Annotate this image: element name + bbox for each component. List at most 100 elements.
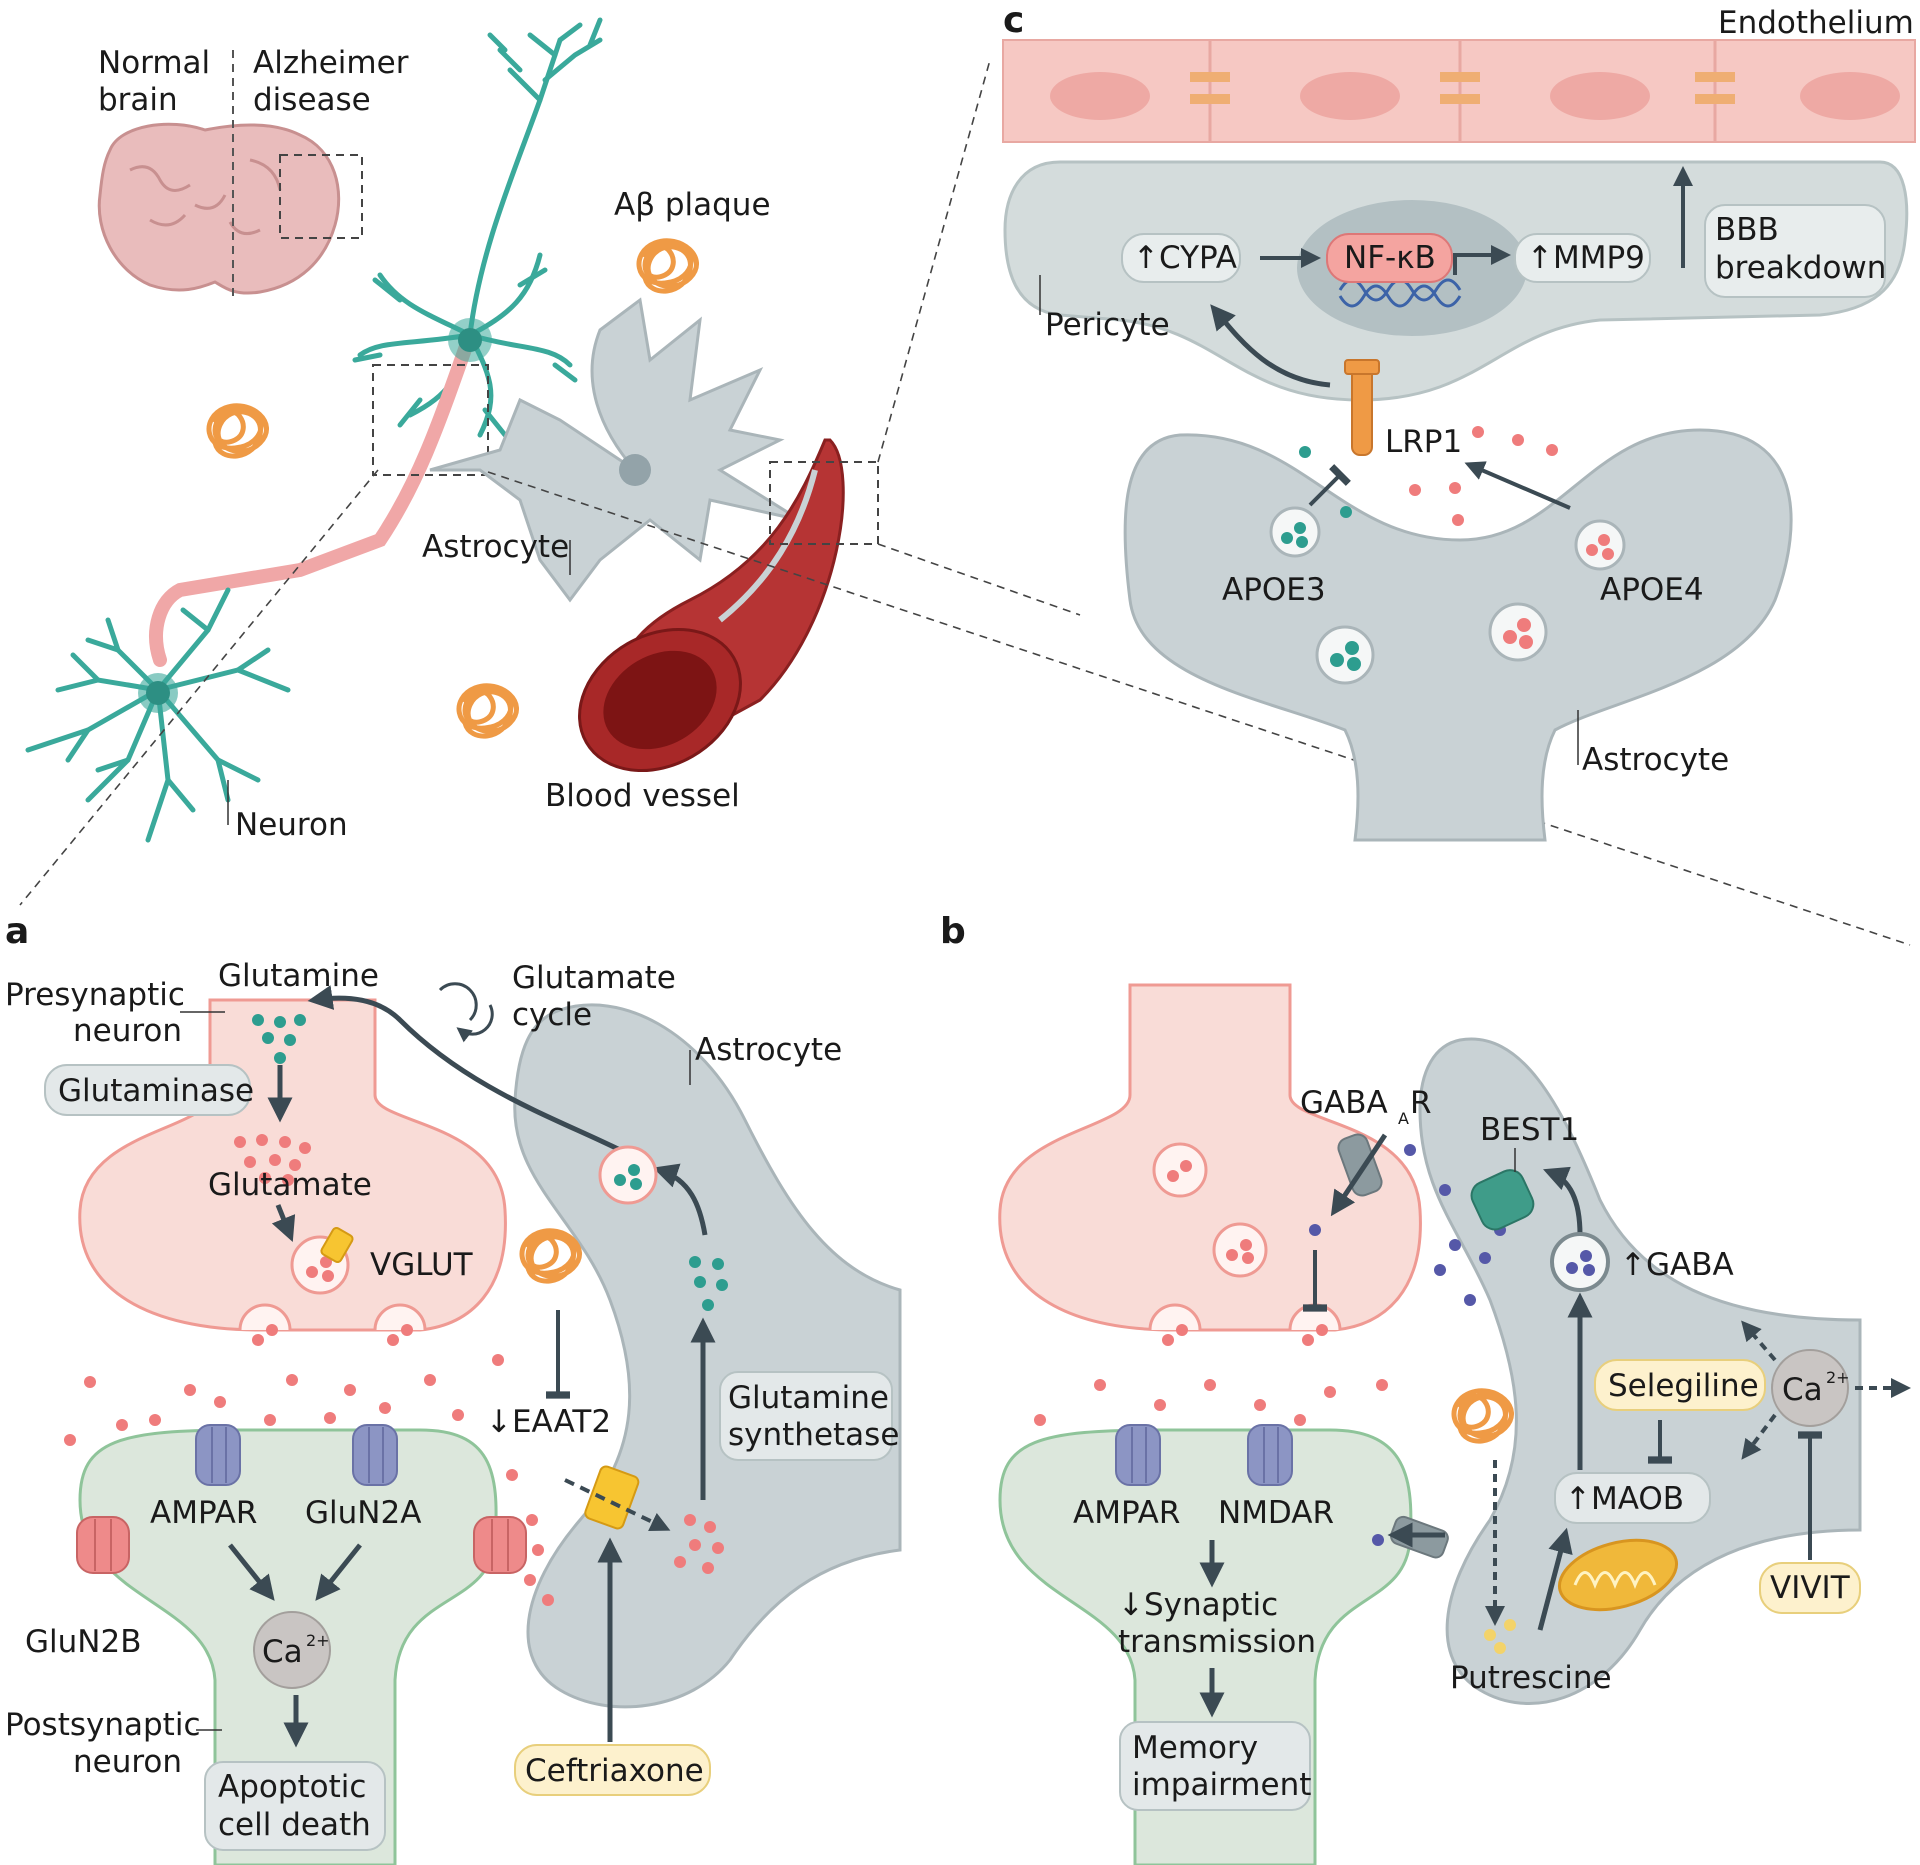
overview-astrocyte-label: Astrocyte xyxy=(422,529,569,565)
apoe3-vesicle xyxy=(1315,625,1375,685)
apoe3-vesicle-release xyxy=(1269,506,1321,558)
gabaar-sub: A xyxy=(1398,1109,1409,1128)
c-astrocyte-label: Astrocyte xyxy=(1582,742,1729,778)
neuron-label: Neuron xyxy=(235,807,348,843)
b-nmdar-label: NMDAR xyxy=(1218,1495,1334,1531)
apoe4-particle xyxy=(1472,426,1484,438)
upper-neuron-nucleus xyxy=(458,328,482,352)
apoe4-label: APOE4 xyxy=(1600,572,1704,608)
abeta-plaque-3 xyxy=(459,686,517,736)
arrow-ca-gaba xyxy=(1741,1320,1777,1362)
glutamine-synthetase-label-2: synthetase xyxy=(728,1417,899,1453)
upper-neuron xyxy=(149,17,603,667)
arrow-gaba-best1 xyxy=(1543,1166,1583,1236)
ceftriaxone-label: Ceftriaxone xyxy=(525,1753,704,1789)
arrow-glutamine-vesicle xyxy=(652,1163,708,1236)
apoptotic-box xyxy=(204,1761,386,1851)
arrow-glun2a-ca xyxy=(315,1543,362,1601)
panel-b-letter: b xyxy=(940,911,966,952)
blood-vessel xyxy=(578,438,845,773)
gaba-particle-post xyxy=(1372,1534,1384,1546)
apoe4-particle xyxy=(1512,434,1524,446)
b-release-vesicle-1 xyxy=(1148,1303,1202,1331)
ampar-channel xyxy=(195,1424,241,1486)
gabaar-channel xyxy=(1337,1133,1383,1197)
eaat2-label: ↓EAAT2 xyxy=(486,1404,611,1440)
glutamate-label: Glutamate xyxy=(208,1167,372,1203)
panel-b: b GABA A R BEST1 xyxy=(940,911,1911,1865)
memory-box xyxy=(1119,1721,1311,1811)
glutamine-synthetase-box xyxy=(719,1371,893,1461)
gaba-particle xyxy=(1309,1224,1321,1236)
maob-box xyxy=(1554,1472,1711,1524)
ca-ion-a xyxy=(253,1611,331,1689)
astro-glutamate xyxy=(674,1514,724,1574)
selegiline-box xyxy=(1594,1359,1766,1411)
nfkb-label: NF-κB xyxy=(1344,240,1436,276)
ampar-label: AMPAR xyxy=(150,1495,257,1531)
panel-a-letter: a xyxy=(5,911,29,952)
gaba-vesicle xyxy=(1550,1232,1610,1292)
bbb-box xyxy=(1704,204,1886,298)
a-astrocyte-label: Astrocyte xyxy=(695,1032,842,1068)
lower-neuron-nucleus xyxy=(146,681,170,705)
putrescine-particles xyxy=(1484,1619,1516,1654)
alzheimer-label-1: Alzheimer xyxy=(253,45,409,81)
abeta-plaque-a xyxy=(522,1231,580,1281)
bbb-label-1: BBB xyxy=(1715,212,1779,248)
synaptic-label-1: ↓Synaptic xyxy=(1118,1587,1278,1623)
lower-neuron xyxy=(25,587,291,843)
postsynaptic-label-2: neuron xyxy=(73,1744,182,1780)
glutaminase-label: Glutaminase xyxy=(58,1073,254,1109)
apoe4-particle xyxy=(1452,514,1464,526)
alzheimer-label-2: disease xyxy=(253,82,371,118)
putrescine-label: Putrescine xyxy=(1450,1660,1612,1696)
cypa-box xyxy=(1121,233,1241,283)
release-vesicle-2 xyxy=(373,1303,427,1331)
ca-label-b: Ca xyxy=(1782,1372,1823,1408)
glun2b-label: GluN2B xyxy=(25,1624,141,1660)
memory-label-1: Memory xyxy=(1132,1730,1258,1766)
inhibit-apoe3-lrp1 xyxy=(1308,463,1352,507)
cypa-label: ↑CYPA xyxy=(1133,240,1237,276)
glutamine-label: Glutamine xyxy=(218,958,379,994)
arrow-apoe4-lrp1 xyxy=(1464,461,1571,510)
endothelium-layer xyxy=(1002,39,1916,143)
apoe4-particle xyxy=(1546,444,1558,456)
apoptotic-label-2: cell death xyxy=(218,1807,371,1843)
vglut-label: VGLUT xyxy=(370,1247,474,1283)
endothelium-label: Endothelium xyxy=(1718,5,1914,41)
gabaar-label: GABA xyxy=(1300,1085,1388,1121)
arrow-eaat2-uptake xyxy=(564,1478,671,1531)
ca-sup-b: 2+ xyxy=(1826,1368,1850,1387)
overview-astrocyte xyxy=(429,297,801,603)
cleft-glutamate xyxy=(64,1354,554,1606)
apoe4-vesicle-release xyxy=(1574,519,1626,571)
apoe4-particle xyxy=(1409,484,1421,496)
gaba-label: ↑GABA xyxy=(1620,1247,1734,1283)
arrow-lrp1-cypa xyxy=(1210,304,1331,388)
vessel-zoom-box xyxy=(769,461,879,545)
astro-glutamine xyxy=(689,1256,728,1311)
bbb-label-2: breakdown xyxy=(1715,250,1886,286)
apoe4-particle xyxy=(1449,482,1461,494)
ca-sup-a: 2+ xyxy=(306,1631,330,1650)
b-ampar-channel xyxy=(1115,1424,1161,1486)
gabaar-r: R xyxy=(1410,1085,1432,1121)
b-ampar-label: AMPAR xyxy=(1073,1495,1180,1531)
presynaptic-label-1: Presynaptic xyxy=(5,977,185,1013)
b-vesicle-1 xyxy=(1152,1142,1208,1198)
best1-label: BEST1 xyxy=(1480,1112,1579,1148)
memory-label-2: impairment xyxy=(1132,1767,1311,1803)
abeta-plaque-b xyxy=(1454,1391,1512,1441)
glutamine-synthetase-label-1: Glutamine xyxy=(728,1380,889,1416)
glutaminase-box xyxy=(44,1064,251,1116)
lrp1-receptor xyxy=(1344,359,1380,456)
glutamate-cycle-label-2: cycle xyxy=(512,997,592,1033)
pericyte-label: Pericyte xyxy=(1045,307,1170,343)
glun2b-channel-right xyxy=(473,1516,527,1574)
abeta-plaque-1 xyxy=(639,241,697,291)
blood-vessel-label: Blood vessel xyxy=(545,778,740,814)
apoe3-label: APOE3 xyxy=(1222,572,1326,608)
